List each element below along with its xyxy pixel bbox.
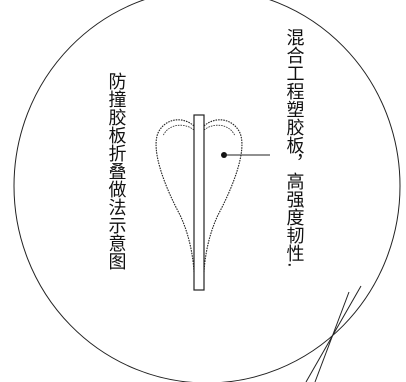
detail-leader-lines [305, 285, 362, 382]
right-folded-board [203, 119, 243, 273]
detail-circle [13, 0, 401, 382]
left-folded-board-inner [162, 124, 195, 137]
right-folded-board-inner [203, 124, 236, 137]
left-folded-board [155, 119, 195, 273]
callout-label: 混合工程塑胶板，高强度韧性. [284, 28, 305, 268]
diagram-title: 防撞胶板折叠做法示意图 [106, 72, 127, 270]
center-plate [193, 114, 205, 291]
